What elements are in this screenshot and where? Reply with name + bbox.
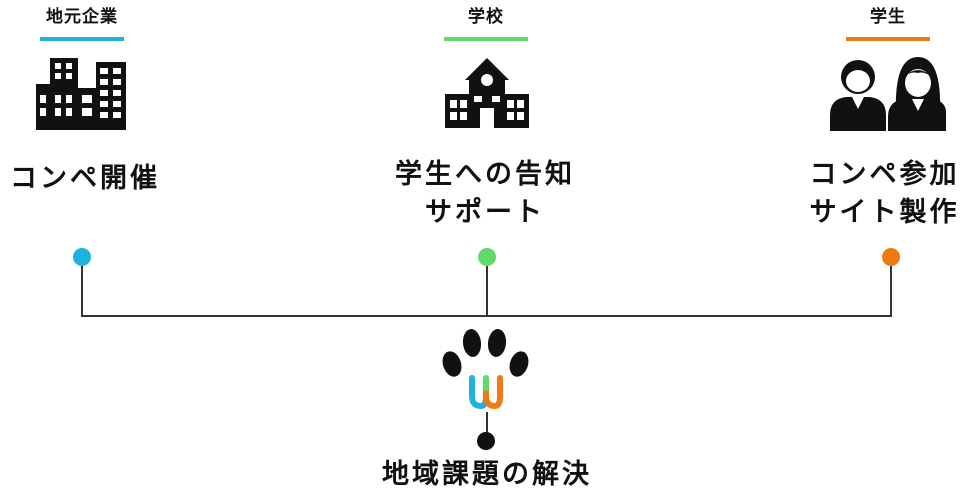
node-dot-students	[882, 248, 900, 266]
node-dot-result	[477, 432, 495, 450]
header-students: 学生	[870, 7, 906, 27]
node-dot-school	[478, 248, 496, 266]
school-building-icon	[445, 58, 529, 128]
connector-line-students	[890, 266, 892, 316]
connector-horizontal-line	[81, 315, 892, 317]
header-local-companies: 地元企業	[46, 7, 118, 27]
role-line: コンペ参加	[809, 159, 960, 190]
role-line: サポート	[425, 197, 545, 228]
header-underline-students	[846, 37, 930, 41]
role-line: 学生への告知	[395, 159, 575, 190]
header-underline-school	[444, 37, 528, 41]
connector-line-companies	[81, 266, 83, 316]
connector-line-result	[486, 412, 488, 440]
students-icon	[830, 57, 946, 131]
role-line: コンペ開催	[10, 163, 160, 194]
role-school: 学生への告知 サポート	[370, 156, 600, 232]
office-buildings-icon	[36, 58, 126, 130]
header-school: 学校	[468, 7, 504, 27]
node-dot-companies	[73, 248, 91, 266]
role-students: コンペ参加 サイト製作	[800, 156, 969, 232]
connector-line-school	[486, 266, 488, 316]
header-underline-companies	[40, 37, 124, 41]
role-line: サイト製作	[809, 197, 960, 228]
role-companies: コンペ開催	[0, 160, 170, 198]
paw-logo-icon	[442, 329, 529, 410]
result-title: 地域課題の解決	[382, 459, 592, 490]
